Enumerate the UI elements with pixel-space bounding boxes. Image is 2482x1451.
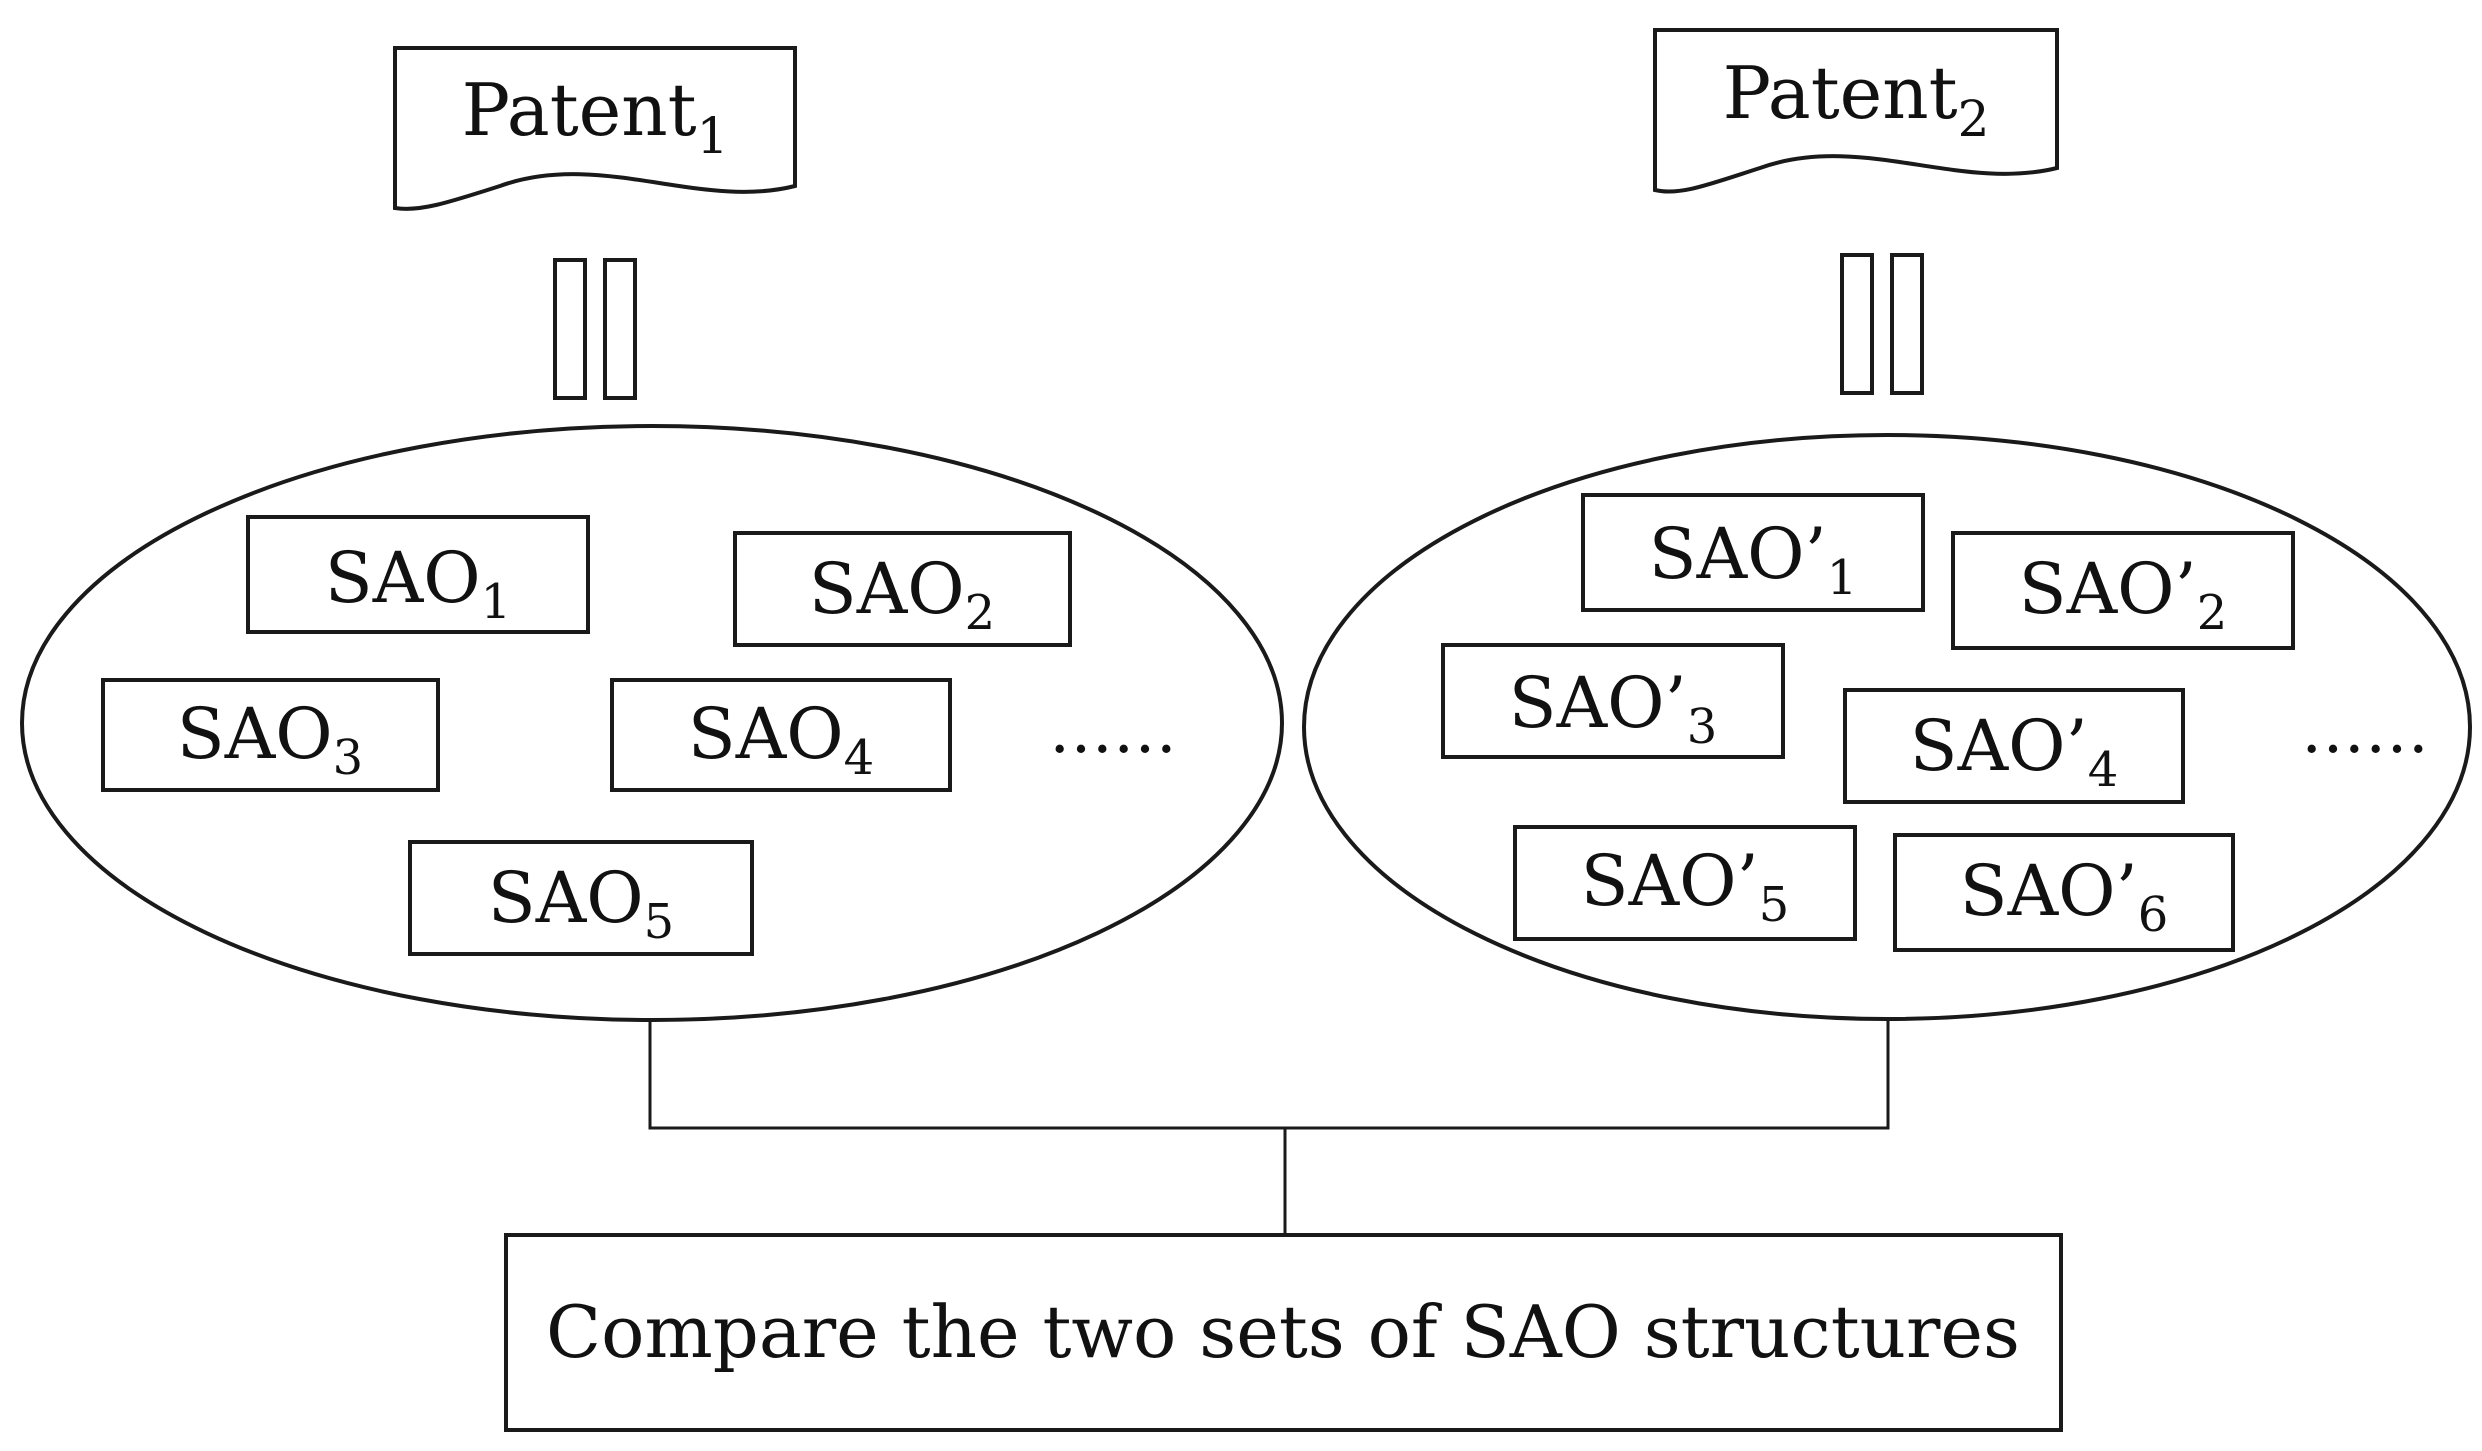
right-sao-4: SAO’4 <box>1843 688 2185 804</box>
left-sao-5-box <box>408 840 754 956</box>
left-sao-2-label: SAO2 <box>809 548 995 641</box>
left-sao-4-label: SAO4 <box>688 693 874 786</box>
left-sao-1-box <box>246 515 590 634</box>
left-sao-4-box <box>610 678 952 792</box>
right-sao-5: SAO’5 <box>1513 825 1857 941</box>
right-sao-2: SAO’2 <box>1951 531 2295 650</box>
left-sao-2: SAO2 <box>733 531 1072 647</box>
left-set-ellipse <box>20 424 1284 1022</box>
merge-connector <box>648 1020 1890 1235</box>
right-sao-6-box <box>1893 833 2235 952</box>
left-sao-2-box <box>733 531 1072 647</box>
left-set-ellipsis: …… <box>1049 694 1177 768</box>
left-sao-1: SAO1 <box>246 515 590 634</box>
patent-1-document-shape <box>393 46 797 211</box>
left-sao-set: SAO1 SAO2 SAO3 SAO4 SAO5 …… <box>20 424 1284 1022</box>
patent-2-label: Patent2 <box>1723 51 1990 148</box>
left-sao-5-label: SAO5 <box>488 857 674 950</box>
patent-2-node: Patent2 <box>1653 28 2059 194</box>
right-sao-5-box <box>1513 825 1857 941</box>
right-sao-4-box <box>1843 688 2185 804</box>
patent-2-connector-bar-right <box>1890 253 1924 395</box>
patent-1-connector <box>553 258 637 400</box>
right-sao-6-label: SAO’6 <box>1960 850 2169 943</box>
left-sao-3-box <box>101 678 440 792</box>
patent-1-connector-bar-right <box>603 258 637 400</box>
right-set-ellipse <box>1302 433 2472 1021</box>
compare-box <box>504 1233 2063 1432</box>
patent-2-connector <box>1840 253 1924 395</box>
right-sao-3-box <box>1441 643 1785 759</box>
right-sao-1-box <box>1581 493 1925 612</box>
right-sao-4-label: SAO’4 <box>1910 705 2119 798</box>
right-sao-3: SAO’3 <box>1441 643 1785 759</box>
right-sao-2-label: SAO’2 <box>2019 548 2228 641</box>
left-sao-1-label: SAO1 <box>325 537 511 630</box>
right-sao-set: SAO’1 SAO’2 SAO’3 SAO’4 SAO’5 SAO’6 …… <box>1302 433 2472 1021</box>
left-sao-4: SAO4 <box>610 678 952 792</box>
right-sao-6: SAO’6 <box>1893 833 2235 952</box>
right-sao-1-label: SAO’1 <box>1649 513 1858 606</box>
right-sao-5-label: SAO’5 <box>1581 840 1790 933</box>
patent-2-document-shape <box>1653 28 2059 194</box>
patent-2-connector-bar-left <box>1840 253 1874 395</box>
right-sao-3-label: SAO’3 <box>1509 662 1718 755</box>
patent-1-node: Patent1 <box>393 46 797 211</box>
right-sao-1: SAO’1 <box>1581 493 1925 612</box>
right-sao-2-box <box>1951 531 2295 650</box>
compare-label: Compare the two sets of SAO structures <box>546 1290 2020 1374</box>
right-set-ellipsis: …… <box>2301 694 2429 768</box>
patent-1-label: Patent1 <box>462 68 729 165</box>
left-sao-3: SAO3 <box>101 678 440 792</box>
merge-bracket-line <box>648 1020 1890 1130</box>
compare-node: Compare the two sets of SAO structures <box>504 1233 2063 1432</box>
patent-1-connector-bar-left <box>553 258 587 400</box>
left-sao-5: SAO5 <box>408 840 754 956</box>
left-sao-3-label: SAO3 <box>177 693 363 786</box>
